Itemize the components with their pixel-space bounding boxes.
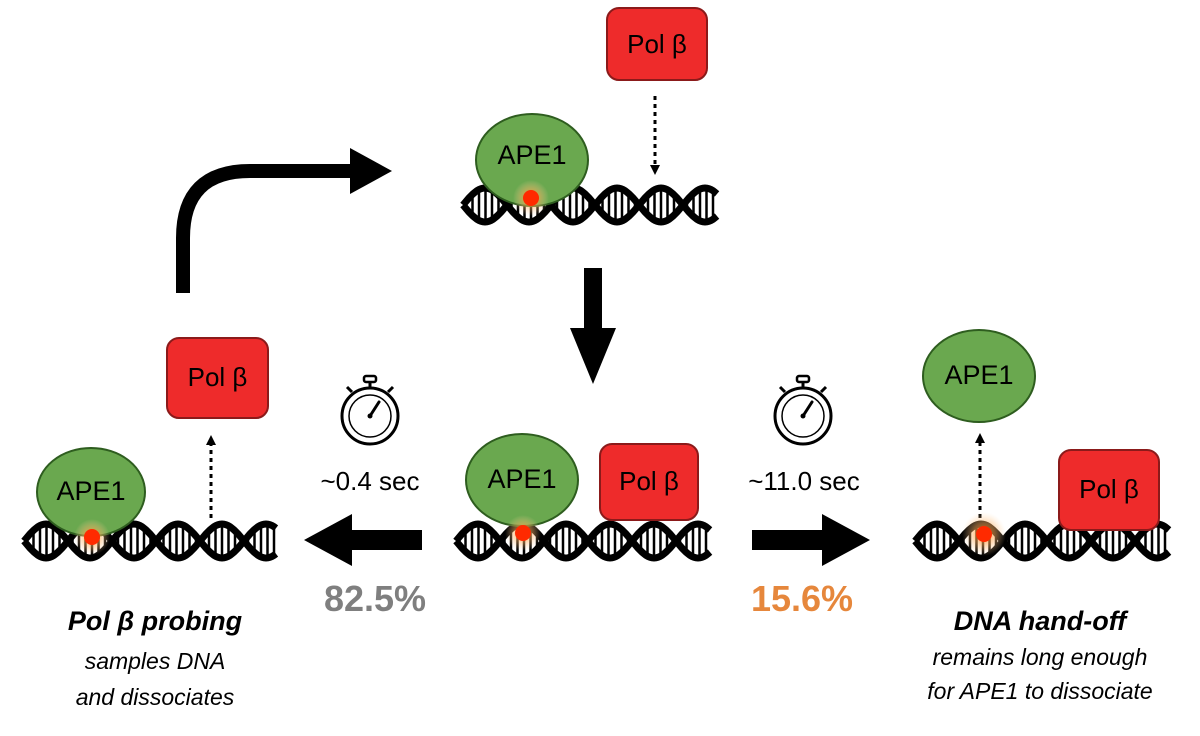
ape1-label-left: APE1 — [56, 476, 126, 506]
dna-backbone — [21, 520, 279, 562]
pol-beta-label-top: Pol β — [627, 29, 687, 59]
down-arrow-shaft — [584, 268, 602, 330]
stopwatch-icon-right — [773, 374, 833, 446]
dna-helix-right — [912, 520, 1172, 562]
cycle-return-arrowhead — [350, 148, 392, 194]
caption-line2-left: and dissociates — [75, 684, 235, 710]
right-arrow-head — [822, 514, 870, 566]
caption-line1-right: remains long enough — [932, 644, 1148, 670]
dna-backbone — [460, 184, 720, 226]
caption-line1-left: samples DNA — [84, 648, 226, 674]
lesion-site-right — [976, 526, 992, 542]
caption-title-left: Pol β probing — [67, 606, 243, 636]
left-arrow-shaft — [350, 530, 422, 550]
pol-beta-label-center: Pol β — [619, 466, 679, 496]
cycle-return-arrow — [176, 164, 352, 293]
time-label-left: ~0.4 sec — [320, 466, 420, 496]
caption-line2-right: for APE1 to dissociate — [927, 678, 1153, 704]
stopwatch-icon-left — [340, 374, 400, 446]
caption-title-right: DNA hand-off — [953, 606, 1127, 636]
pol-beta-label-left: Pol β — [187, 362, 248, 392]
ape1-label-right: APE1 — [944, 360, 1014, 390]
pol-beta-box-center — [599, 443, 699, 521]
ape1-label-top: APE1 — [497, 140, 567, 170]
left-arrow-head — [304, 514, 352, 566]
percent-right: 15.6% — [750, 578, 854, 619]
lesion-site-left — [84, 529, 100, 545]
dna-helix-center — [453, 520, 713, 562]
ape1-right — [922, 329, 1036, 423]
pol-beta-label-right: Pol β — [1079, 474, 1139, 504]
time-label-right: ~11.0 sec — [748, 466, 860, 496]
down-arrow-head — [570, 328, 616, 384]
right-arrow-shaft — [752, 530, 824, 550]
dna-backbone — [912, 520, 1172, 562]
lesion-site-top — [523, 190, 539, 206]
pol-beta-box-right — [1058, 449, 1160, 531]
percent-left: 82.5% — [323, 578, 427, 619]
dna-backbone — [453, 520, 713, 562]
lesion-site-center — [515, 525, 531, 541]
pol-beta-box-left — [166, 337, 269, 419]
pol-beta-box-top — [606, 7, 708, 81]
ape1-label-center: APE1 — [487, 464, 557, 494]
